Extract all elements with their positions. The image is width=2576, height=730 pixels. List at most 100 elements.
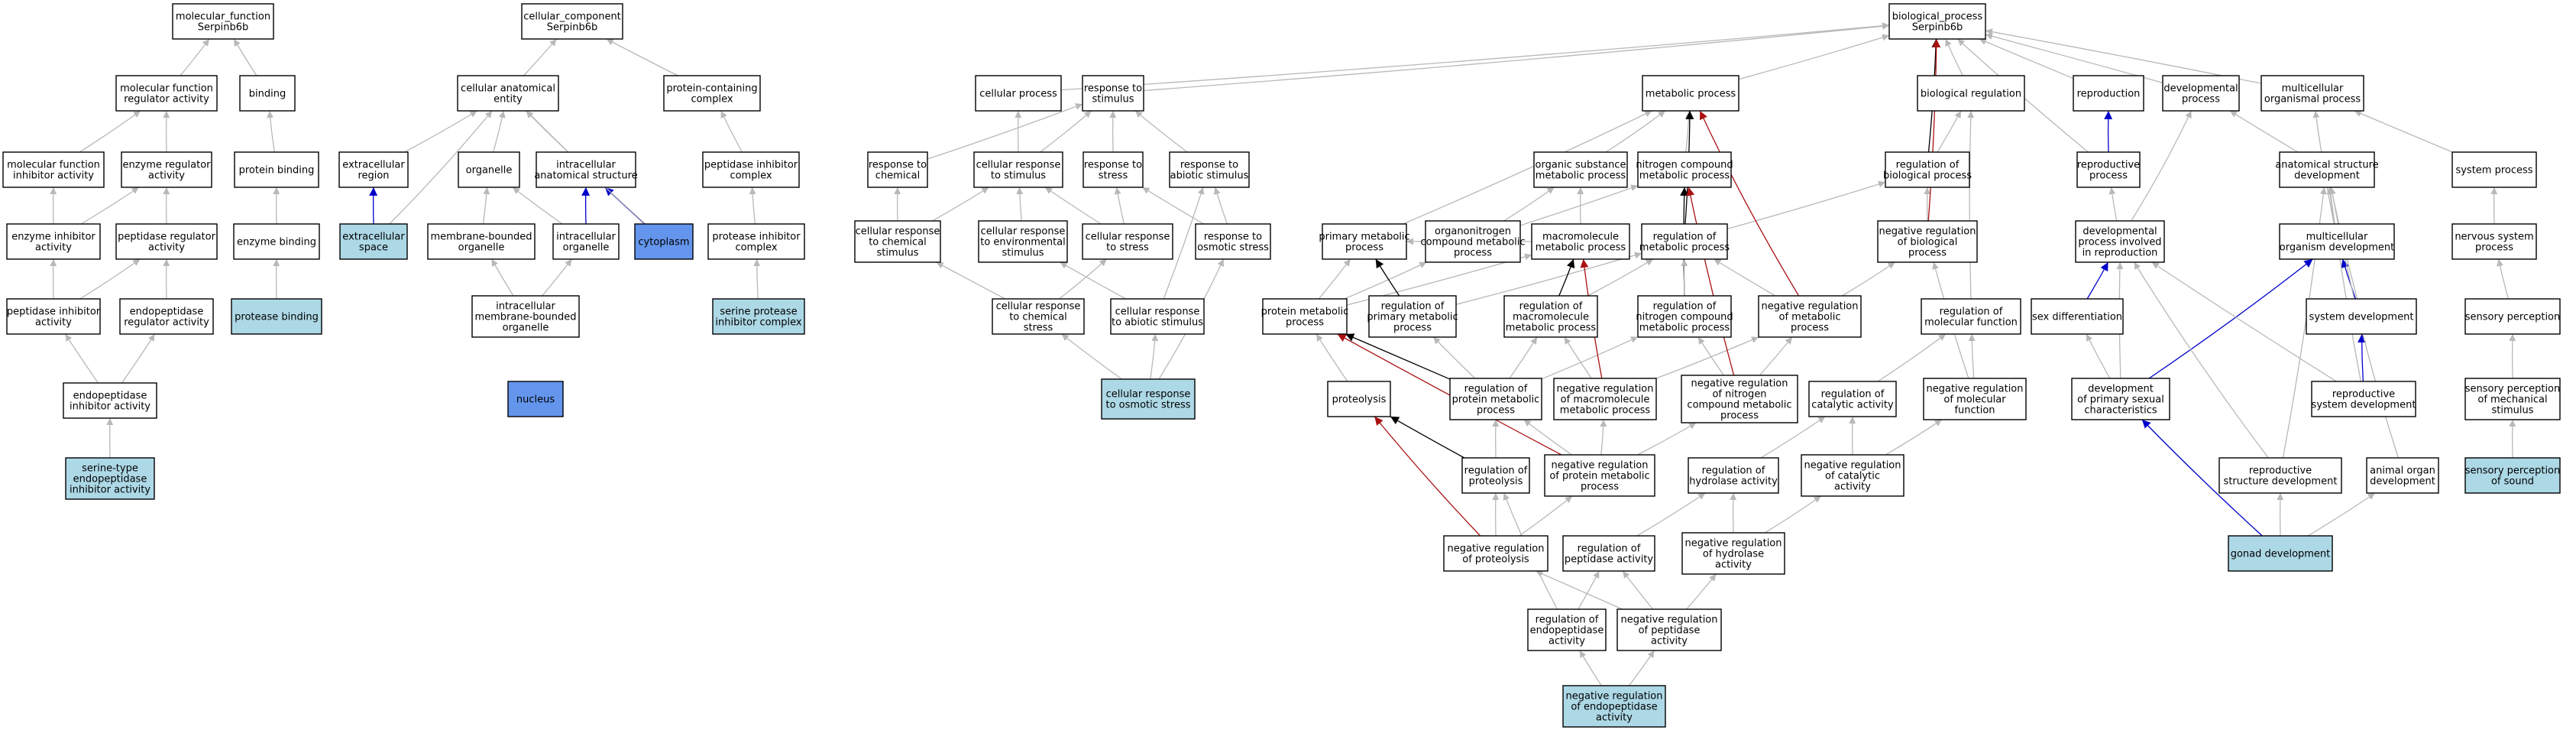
go-term-gonad[interactable]: gonad development <box>2228 535 2333 572</box>
go-term-nucleus[interactable]: nucleus <box>507 381 564 417</box>
go-term-cyto[interactable]: cytoplasm <box>634 223 694 260</box>
edge-nrprot-to-nrpmp <box>1519 495 1573 537</box>
go-term-repro[interactable]: reproduction <box>2073 75 2144 112</box>
go-term-org[interactable]: organelle <box>458 151 520 188</box>
edge-eia-to-era <box>80 187 140 225</box>
go-term-proteolysis[interactable]: proteolysis <box>1327 381 1391 417</box>
node-label-line: metabolic process <box>1639 323 1730 334</box>
go-term-cp[interactable]: cellular process <box>975 75 1062 112</box>
go-term-sysdev[interactable]: system development <box>2306 298 2417 335</box>
go-term-sexdiff[interactable]: sex differentiation <box>2031 298 2124 335</box>
go-term-mp[interactable]: metabolic process <box>1642 75 1739 112</box>
node-label-line: regulation of <box>1464 466 1528 477</box>
node-label-line: binding <box>249 89 286 100</box>
go-term-pbind[interactable]: protein binding <box>234 151 319 188</box>
go-term-sperc[interactable]: sensory perception <box>2464 298 2561 335</box>
go-term-sp[interactable]: system process <box>2451 151 2537 188</box>
go-term-protbind[interactable]: protease binding <box>231 298 322 335</box>
node-label-line: cellular response <box>996 301 1081 313</box>
go-term-ebind[interactable]: enzyme binding <box>233 223 320 260</box>
go-term-br[interactable]: biological regulation <box>1917 75 2025 112</box>
go-term-binding[interactable]: binding <box>239 75 296 112</box>
